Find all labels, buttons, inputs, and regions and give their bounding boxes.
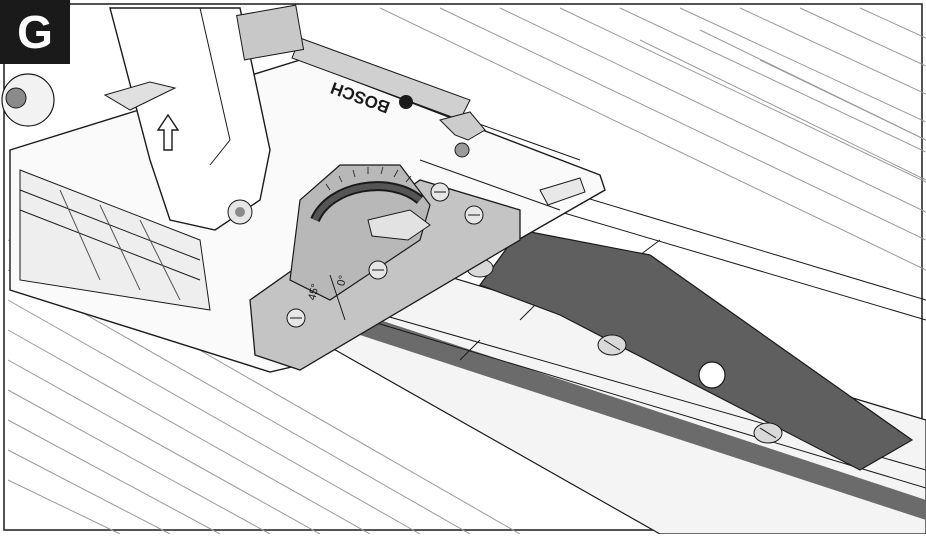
lever-icon [103,81,177,111]
knob-icon [1,73,55,127]
locking-knob-icon [367,209,431,241]
screw-icon [464,205,484,225]
plate-screw [597,334,627,356]
connector-plate [466,229,914,471]
scale-label-0: 0° [335,274,349,287]
brand-logo-icon [399,95,413,109]
screw-icon [368,260,388,280]
angle-scale [325,166,412,191]
figure-label: G [0,0,70,64]
screw-icon [286,308,306,328]
saw-housing [1,4,305,231]
angle-bracket: 0° 45° [249,164,521,371]
plate-hole [698,361,726,389]
scale-label-45: 45° [306,282,322,301]
front-clip [439,111,586,206]
arrow-up-icon [156,113,180,151]
screw-icon [430,182,450,202]
plate-screw [753,422,783,444]
